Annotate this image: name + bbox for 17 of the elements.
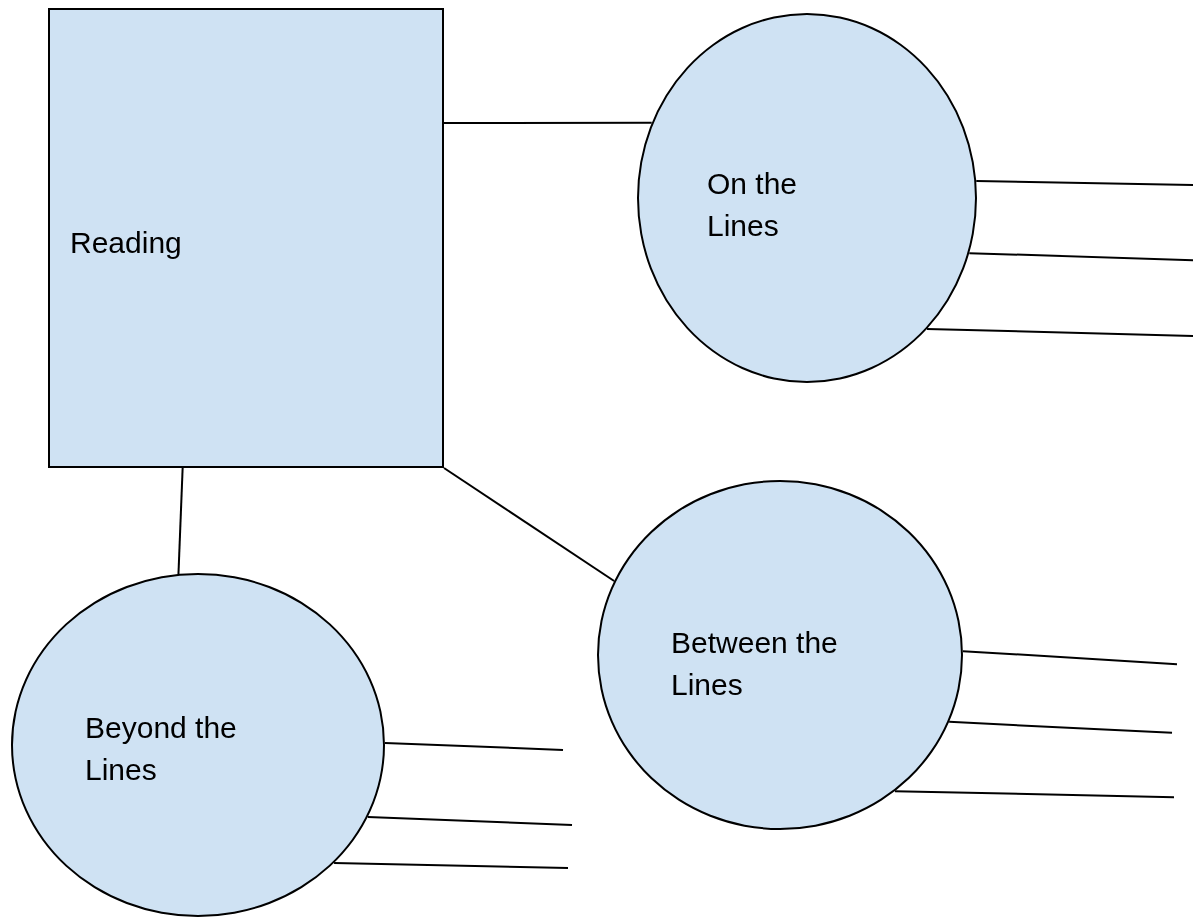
connector-line <box>443 121 653 124</box>
connector-line <box>333 862 569 869</box>
connector-line <box>961 650 1178 666</box>
node-label: Reading <box>70 225 183 261</box>
node-label: Beyond the Lines <box>85 710 238 788</box>
connector-line <box>443 467 616 583</box>
connector-line <box>948 720 1173 734</box>
node-label: Between the Lines <box>671 625 839 703</box>
connector-line <box>366 815 573 826</box>
connector-line <box>384 741 564 751</box>
connector-line <box>893 790 1175 799</box>
connector-line <box>177 467 184 575</box>
rectangle-node <box>48 8 444 468</box>
connector-line <box>975 180 1193 186</box>
connector-line <box>926 328 1193 337</box>
node-label: On the Lines <box>707 166 799 244</box>
connector-line <box>968 252 1193 262</box>
